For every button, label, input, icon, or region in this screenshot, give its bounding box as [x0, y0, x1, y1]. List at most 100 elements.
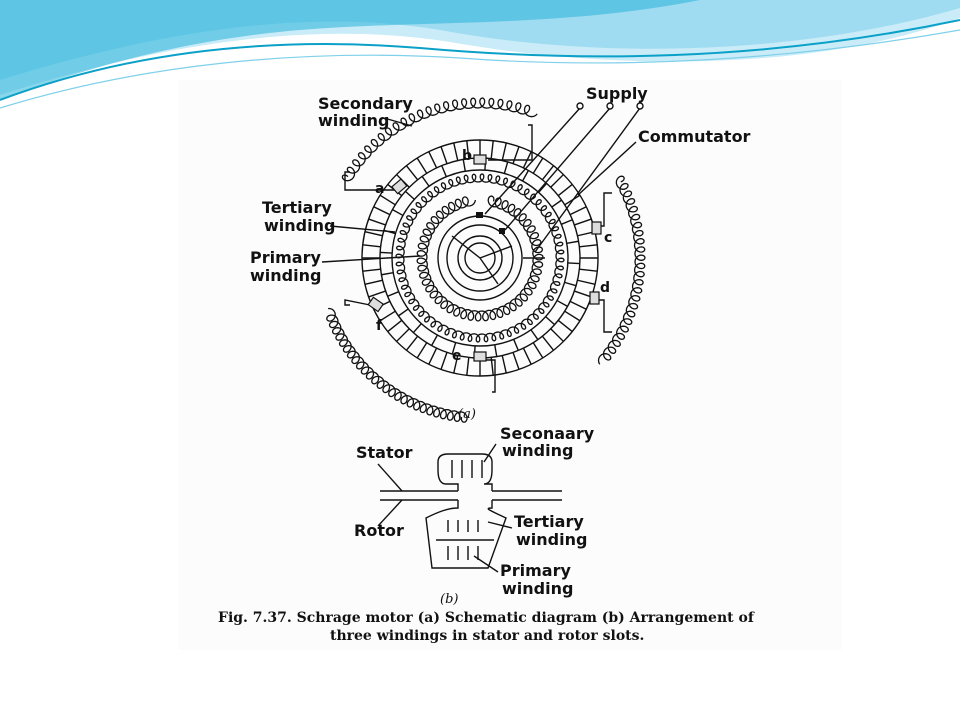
commutator-segment	[416, 157, 428, 174]
commutator-segment	[451, 342, 457, 355]
secondary-winding-coil	[326, 307, 468, 423]
commutator-segment	[561, 219, 573, 225]
label-leaders	[321, 117, 637, 263]
rotor-slot	[425, 500, 507, 569]
commutator-segment	[453, 142, 459, 161]
sublabel-b: (b)	[440, 592, 458, 607]
label-secondary-winding-1: Secondary	[318, 94, 413, 113]
commutator-segment	[501, 142, 507, 161]
commutator-segment	[512, 352, 520, 370]
label-primary-winding-1: Primary	[250, 248, 321, 267]
commutator-segment	[466, 140, 470, 159]
tertiary-winding-coil	[395, 173, 565, 343]
commutator-segment	[362, 244, 381, 248]
commutator-segment	[440, 352, 448, 370]
commutator-segment	[522, 347, 532, 365]
rotor-slot-conductors	[447, 520, 479, 560]
commutator-segment	[577, 279, 596, 285]
commutator-segment	[550, 174, 564, 188]
commutator-segment	[441, 165, 447, 177]
header-wave-decoration	[0, 0, 960, 109]
brush-label-c: c	[604, 230, 612, 246]
brush-label-b: b	[462, 148, 472, 164]
commutator-segment	[368, 218, 386, 226]
commutator-segment	[538, 182, 548, 193]
commutator-segment	[532, 157, 544, 174]
commutator-segment	[453, 355, 459, 374]
commutator-segment	[569, 300, 587, 310]
commutator-segment	[530, 329, 539, 340]
commutator-segment	[396, 328, 410, 342]
commutator-segment	[512, 146, 520, 164]
commutator-segment	[556, 299, 568, 307]
commutator-segment	[405, 165, 419, 181]
stator-slot	[437, 453, 493, 491]
label-secondary-winding-2: winding	[318, 111, 389, 130]
commutator-segment	[421, 176, 430, 187]
label-b-secondary-winding-2: winding	[502, 441, 573, 460]
commutator-segment	[466, 357, 470, 376]
brush-b	[473, 154, 487, 165]
commutator-segment	[379, 194, 396, 206]
commutator-segment	[362, 268, 381, 272]
brush-c	[591, 221, 602, 235]
commutator-segment	[387, 291, 399, 297]
commutator-segment	[579, 268, 598, 272]
supply-terminal	[576, 102, 584, 110]
commutator-segment	[428, 347, 438, 365]
brush-d	[589, 291, 600, 305]
label-tertiary-winding-1: Tertiary	[262, 198, 332, 217]
stator-slot-conductors	[451, 460, 483, 478]
commutator-segment	[501, 355, 507, 374]
commutator-segment	[431, 334, 439, 346]
commutator-segment	[532, 342, 544, 359]
schematic-diagram-a: Secondary winding Supply Commutator Tert…	[250, 84, 751, 423]
commutator-segment	[404, 190, 415, 200]
secondary-winding-coil	[597, 175, 646, 365]
brushes	[367, 154, 602, 362]
commutator-segment	[574, 290, 592, 298]
commutator-segment	[541, 335, 555, 351]
label-b-primary-winding-2: winding	[502, 579, 573, 598]
commutator-segment	[564, 310, 581, 322]
commutator-segment	[567, 262, 580, 265]
slot-arrangement-diagram-b: Seconaary winding Stator Rotor Tertiary …	[354, 424, 595, 607]
supply-terminal	[606, 102, 614, 110]
commutator-segment	[569, 206, 587, 216]
figure-caption-line2: three windings in stator and rotor slots…	[330, 628, 644, 644]
secondary-winding-coil	[341, 97, 538, 182]
commutator-segment	[368, 290, 386, 298]
commutator-segment	[513, 339, 519, 351]
label-b-tertiary-winding-1: Tertiary	[514, 512, 584, 531]
commutator-segment	[379, 310, 396, 322]
commutator-segment	[381, 272, 394, 276]
commutator-segment	[373, 206, 391, 216]
label-rotor: Rotor	[354, 521, 404, 540]
commutator-segment	[521, 170, 529, 182]
commutator-segment	[387, 319, 403, 333]
label-b-tertiary-winding-2: winding	[516, 530, 587, 549]
commutator-segment	[392, 209, 404, 217]
label-tertiary-winding-2: winding	[264, 216, 335, 235]
label-primary-winding-2: winding	[250, 266, 321, 285]
label-commutator: Commutator	[638, 127, 751, 146]
commutator-segment	[503, 161, 509, 174]
commutator-segment	[462, 159, 466, 172]
commutator-segment	[405, 335, 419, 351]
commutator-segment	[541, 165, 555, 181]
label-b-secondary-winding-1: Seconaary	[500, 424, 595, 443]
sublabel-a: (a)	[458, 407, 476, 422]
commutator-segment	[557, 319, 573, 333]
commutator-segment	[564, 281, 577, 287]
supply-terminal	[636, 102, 644, 110]
commutator-segment	[494, 344, 498, 357]
commutator-segment	[566, 240, 579, 244]
commutator-segment	[551, 199, 562, 208]
commutator-segment	[490, 140, 494, 159]
brush-label-a: a	[375, 181, 384, 197]
commutator-segment	[364, 279, 383, 285]
label-supply: Supply	[586, 84, 648, 103]
commutator-segment	[428, 151, 438, 169]
brush-label-e: e	[452, 348, 462, 364]
